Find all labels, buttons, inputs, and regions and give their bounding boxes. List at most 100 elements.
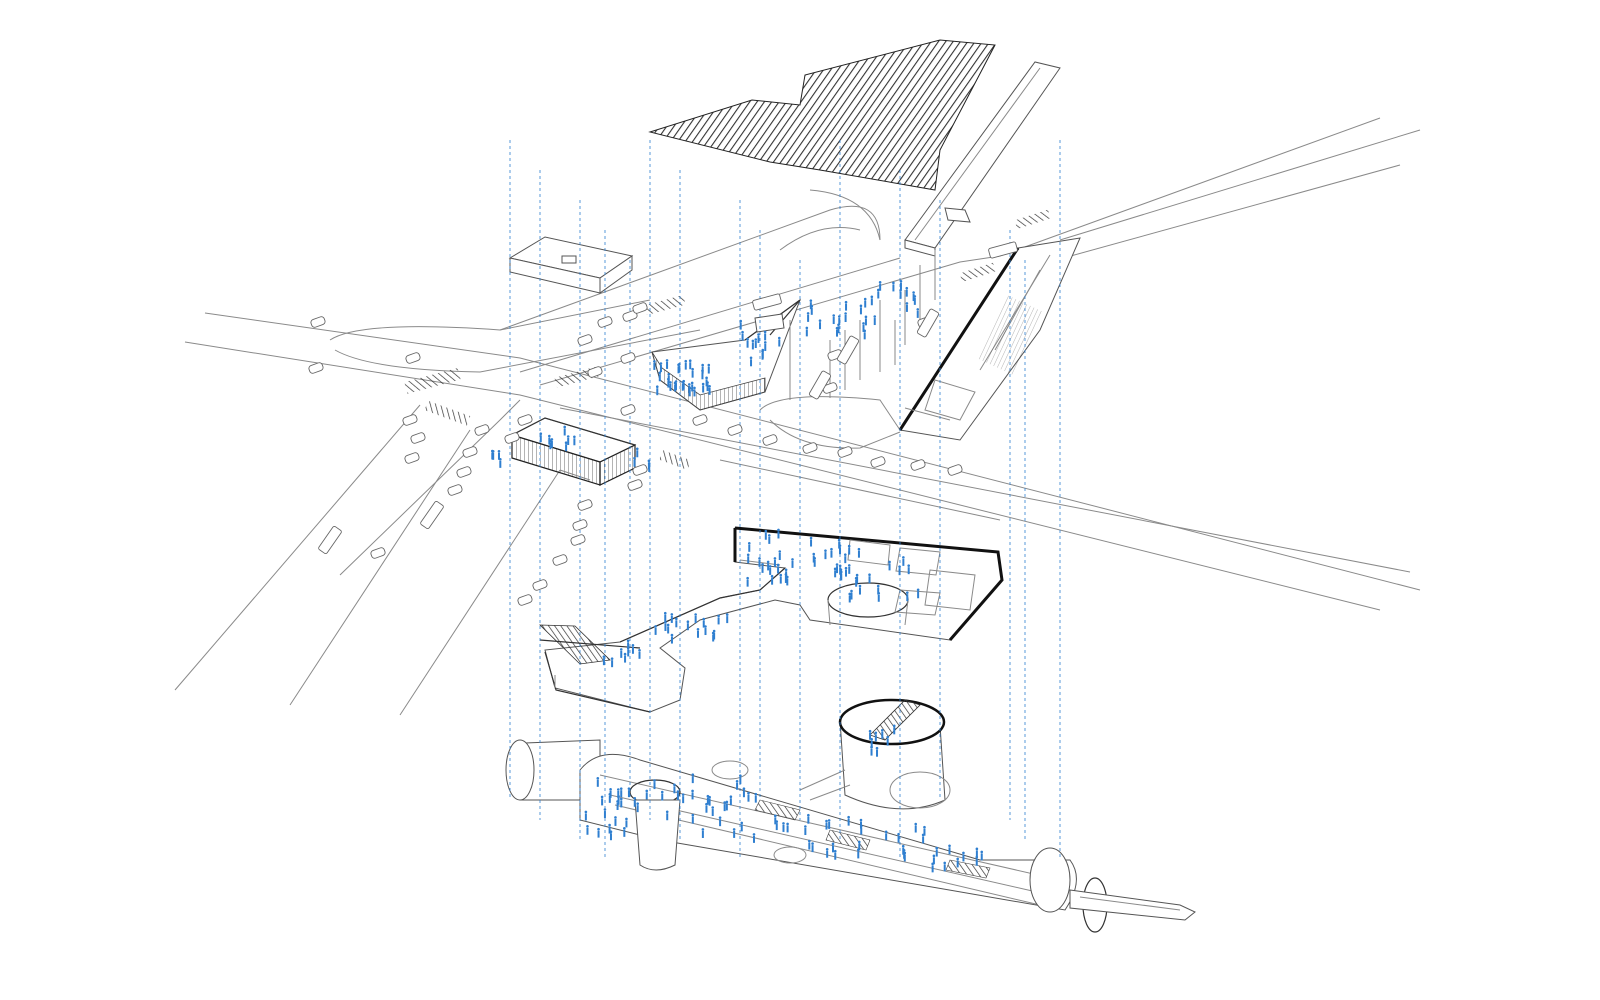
person-figure [739,774,742,785]
person-figure [847,564,851,574]
person-figure [923,825,926,836]
person-figure [707,363,711,374]
person-figure [693,386,696,397]
person-figure [635,447,639,458]
car [870,456,886,468]
person-figure [844,566,848,577]
person-figure [711,806,715,817]
person-figure [862,322,865,332]
person-figure [948,844,951,855]
car [410,432,426,444]
person-figure [747,791,750,802]
person-figure [876,584,880,595]
car [474,424,490,436]
person-figure [892,724,896,735]
person-figure [898,565,901,576]
person-figure [701,369,704,380]
person-figure [701,363,704,374]
car [632,464,648,476]
person-figure [491,450,495,460]
ticket-pavilion [510,417,637,486]
person-figure [880,729,884,739]
person-figure [837,315,841,326]
person-figure [980,850,984,861]
person-figure [773,814,777,825]
person-figure [633,456,636,467]
person-figure [825,847,829,858]
person-figure [785,575,789,586]
person-figure [723,801,726,812]
person-figure [666,623,670,634]
person-figure [850,589,853,600]
person-figure [811,842,814,853]
person-figure [732,828,736,838]
person-figure [609,788,612,798]
person-figure [678,362,681,373]
person-figure [905,302,909,312]
person-figure [754,792,758,803]
person-figure [886,735,889,746]
person-figure [631,643,635,654]
person-figure [747,542,751,552]
person-figure [824,549,827,560]
person-figure [809,536,813,547]
person-figure [691,789,694,800]
person-figure [767,534,771,544]
person-figure [763,341,767,351]
person-figure [837,538,841,549]
office-block [508,236,634,294]
person-figure [701,828,705,838]
person-figure [705,376,708,387]
car [577,334,593,346]
car [552,554,568,566]
person-figure [903,851,907,862]
person-figure [499,458,502,468]
person-figure [654,625,657,635]
car [402,414,418,426]
person-figure [899,279,903,290]
car [620,404,636,416]
person-figure [619,648,623,658]
person-figure [564,441,568,452]
person-figure [847,815,850,826]
person-figure [855,573,859,584]
car [405,352,421,364]
person-figure [897,832,900,843]
person-figure [718,816,722,827]
person-figure [548,434,551,445]
person-figure [758,557,761,567]
person-figure [870,295,874,306]
person-figure [863,297,867,308]
person-figure [636,802,639,813]
person-figure [905,286,909,297]
person-figure [804,825,807,836]
person-figure [701,382,705,393]
person-figure [791,558,794,568]
roof-canopy [648,39,996,191]
person-figure [633,797,637,807]
person-figure [830,547,833,558]
person-figure [763,330,767,341]
person-figure [653,360,656,370]
person-figure [818,319,822,330]
person-figure [667,377,670,388]
person-figure [725,800,729,811]
person-figure [742,787,746,798]
person-figure [935,846,939,857]
car [370,547,386,559]
person-figure [808,839,811,850]
person-figure [665,359,669,369]
person-figure [584,810,588,821]
car [572,519,588,531]
car [910,459,926,471]
person-figure [831,842,835,853]
person-figure [848,592,852,603]
person-figure [888,560,891,571]
person-figure [566,435,570,445]
person-figure [873,315,877,326]
person-figure [740,821,744,832]
person-figure [563,425,566,436]
bus [318,525,342,555]
car [762,434,778,446]
